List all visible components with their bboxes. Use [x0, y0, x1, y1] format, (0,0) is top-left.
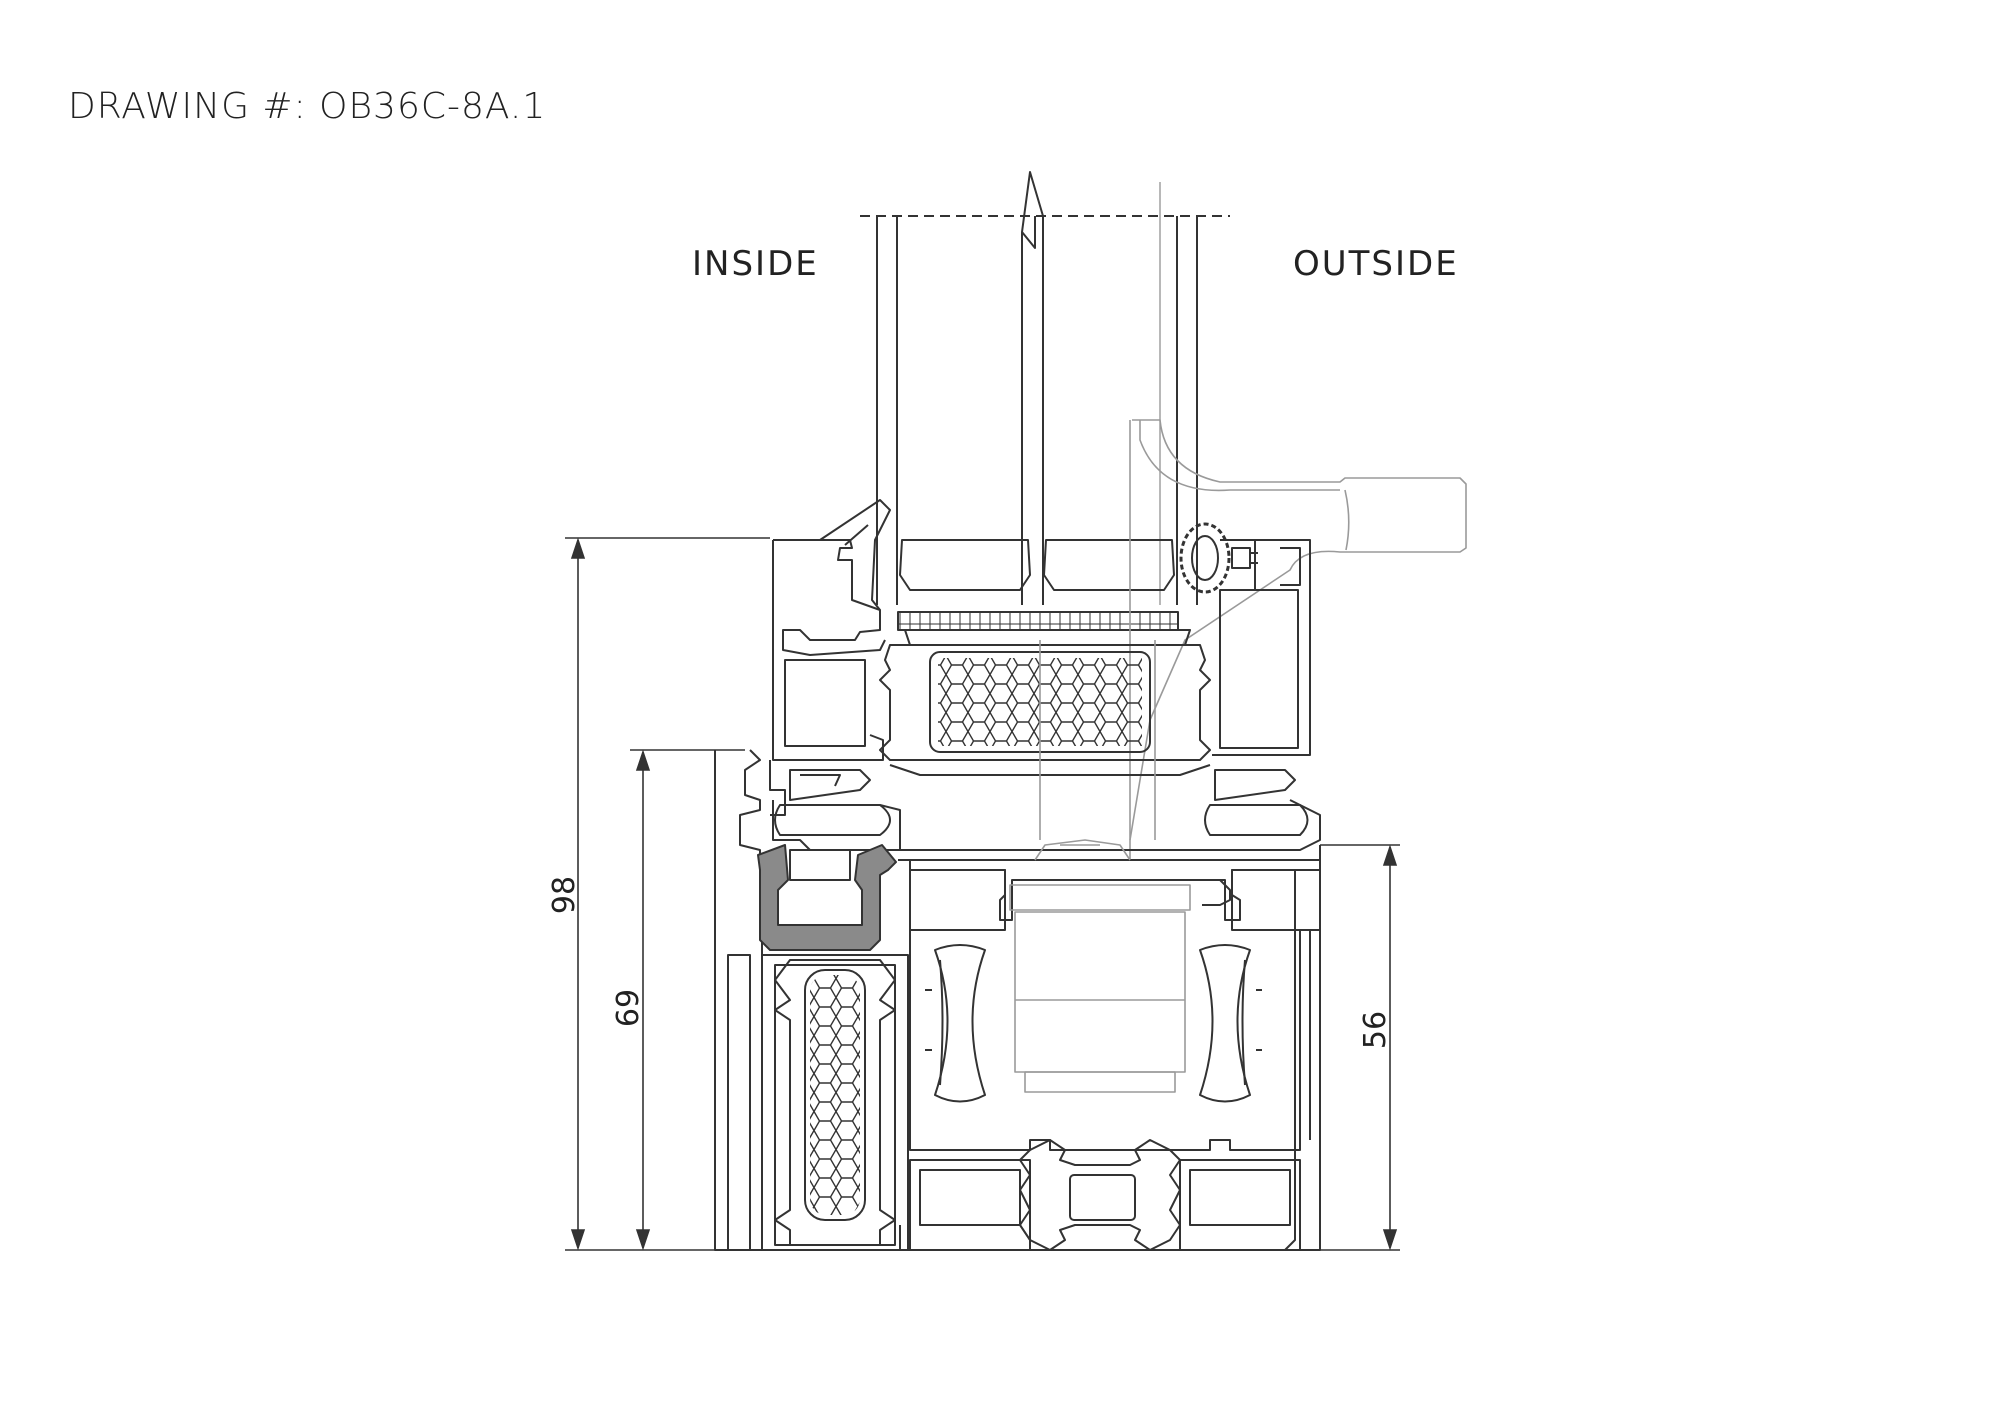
sash-profile [772, 539, 1311, 801]
frame-outer-wall [1284, 845, 1321, 1251]
drawing-number: DRAWING #: OB36C-8A.1 [68, 86, 547, 127]
inside-label: INSIDE [692, 244, 819, 284]
outside-label: OUTSIDE [1293, 244, 1459, 284]
glass-spacer-bars [897, 539, 1179, 631]
sash-seal [772, 799, 1321, 851]
glazing-bead-inside [819, 499, 891, 611]
dimension-lines [565, 537, 1400, 1251]
dimension-frame: 69 [611, 989, 646, 1027]
upper-thermal-break [879, 629, 1211, 776]
dimension-sash: 56 [1358, 1011, 1393, 1049]
roller-carriage [1009, 640, 1191, 1093]
frame-track [899, 859, 1321, 1251]
outside-gasket [1179, 522, 1258, 594]
roller-wheels [925, 944, 1262, 1103]
outside-cap-profile [1129, 419, 1467, 860]
dimension-overall: 98 [547, 876, 582, 914]
